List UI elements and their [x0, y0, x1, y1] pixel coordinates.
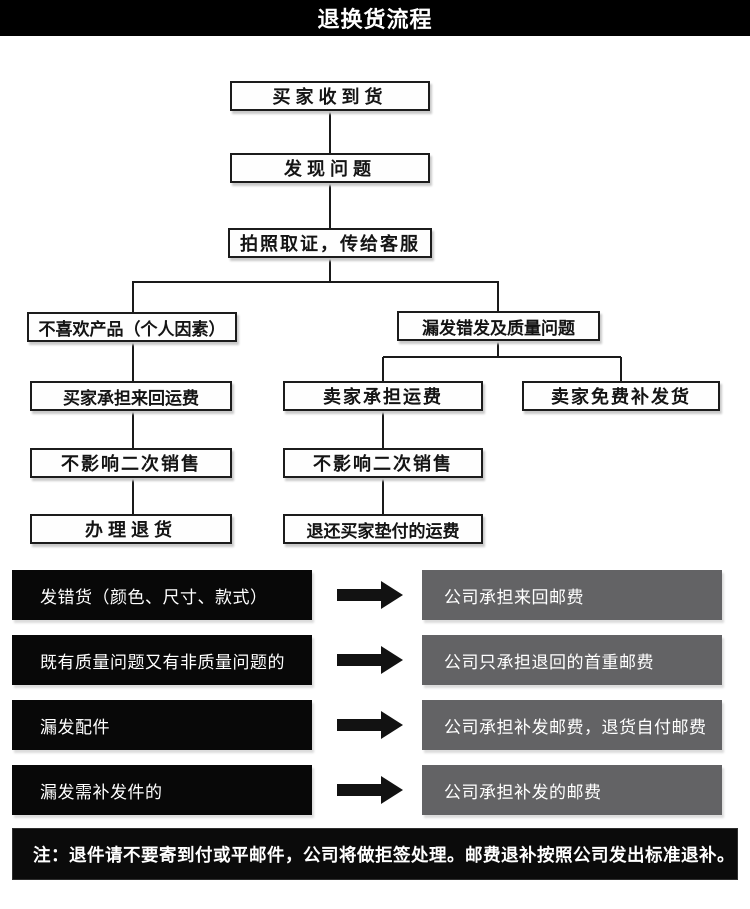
policy-row: 既有质量问题又有非质量问题的 公司只承担退回的首重邮费 [0, 635, 750, 685]
policy-row: 发错货（颜色、尺寸、款式） 公司承担来回邮费 [0, 570, 750, 620]
arrow-right-icon [337, 579, 403, 611]
flow-node-refund-advanced-shipping: 退还买家垫付的运费 [283, 514, 483, 544]
flow-node-problem-found: 发现问题 [230, 153, 430, 183]
flow-node-seller-pays-shipping: 卖家承担运费 [283, 381, 483, 411]
flow-node-buyer-pays-shipping: 买家承担来回运费 [30, 381, 232, 411]
condition-box: 既有质量问题又有非质量问题的 [12, 635, 312, 685]
flow-node-wrong-missing-quality: 漏发错发及质量问题 [397, 311, 600, 341]
flow-node-dislike-product: 不喜欢产品（个人因素） [27, 312, 237, 342]
arrow-right-icon [337, 709, 403, 741]
flow-node-photo-evidence: 拍照取证，传给客服 [228, 228, 432, 258]
page-title: 退换货流程 [0, 0, 750, 36]
flow-node-no-resale-impact-left: 不影响二次销售 [30, 448, 232, 478]
policy-row: 漏发配件 公司承担补发邮费，退货自付邮费 [0, 700, 750, 750]
flow-node-buyer-receives-goods: 买家收到货 [230, 81, 430, 111]
result-box: 公司只承担退回的首重邮费 [422, 635, 722, 685]
flow-node-process-return: 办理退货 [30, 514, 232, 544]
arrow-right-icon [337, 644, 403, 676]
flow-node-seller-free-reship: 卖家免费补发货 [522, 381, 720, 411]
condition-box: 漏发配件 [12, 700, 312, 750]
policy-row: 漏发需补发件的 公司承担补发的邮费 [0, 765, 750, 815]
footer-note: 注：退件请不要寄到付或平邮件，公司将做拒签处理。邮费退补按照公司发出标准退补。 [12, 828, 738, 880]
condition-box: 漏发需补发件的 [12, 765, 312, 815]
result-box: 公司承担来回邮费 [422, 570, 722, 620]
condition-box: 发错货（颜色、尺寸、款式） [12, 570, 312, 620]
result-box: 公司承担补发邮费，退货自付邮费 [422, 700, 722, 750]
arrow-right-icon [337, 774, 403, 806]
result-box: 公司承担补发的邮费 [422, 765, 722, 815]
flow-node-no-resale-impact-right: 不影响二次销售 [283, 448, 483, 478]
